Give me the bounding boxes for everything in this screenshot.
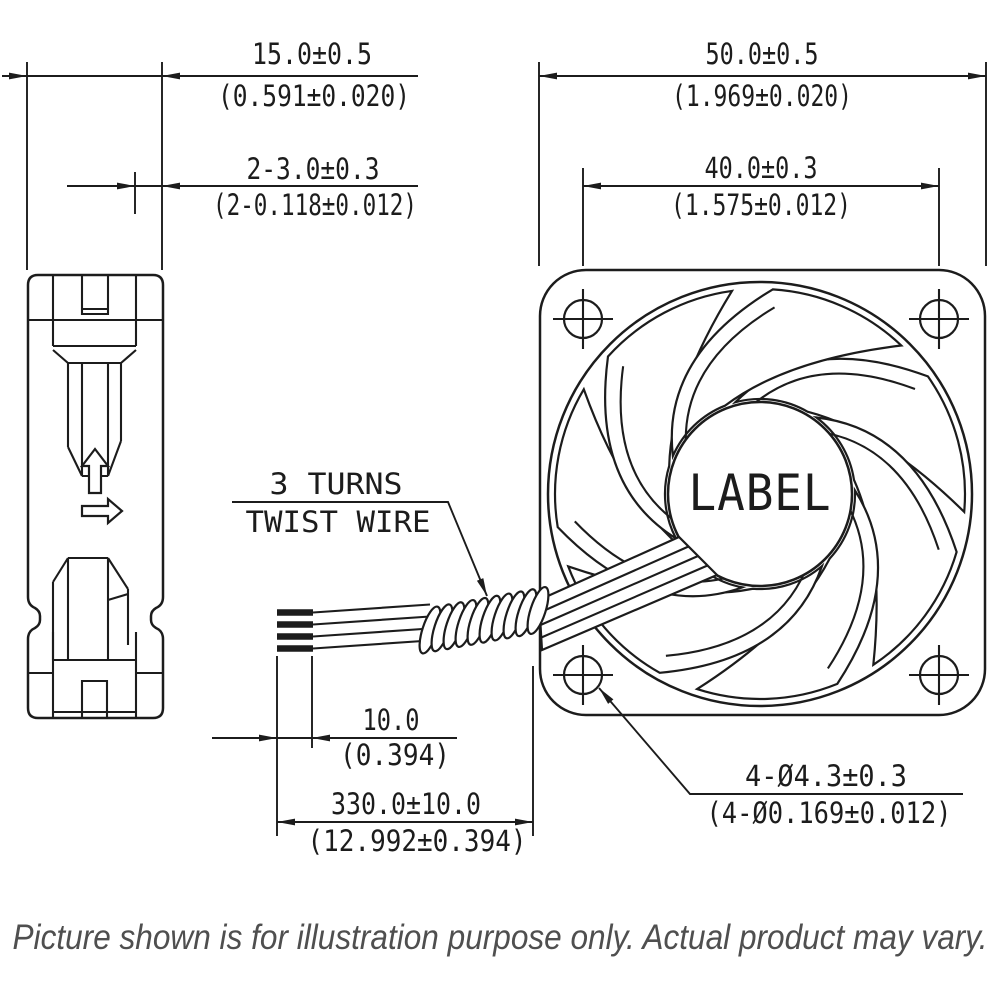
side-view-outline bbox=[26, 273, 165, 720]
fan-blade-rib bbox=[826, 495, 865, 670]
twist-loop bbox=[526, 585, 550, 636]
dimension-arrowheads bbox=[117, 182, 180, 190]
dim-strip-imperial: (0.394) bbox=[340, 738, 450, 772]
lead-wires bbox=[277, 585, 550, 655]
leader-arrowhead bbox=[476, 578, 487, 596]
mounting-hole-bottom-left bbox=[553, 645, 613, 705]
fan-blade-rib bbox=[743, 372, 916, 414]
note-twist-line1: 3 TURNS bbox=[270, 467, 403, 501]
side-bottom-flange bbox=[28, 632, 163, 718]
mounting-hole-bottom-right bbox=[909, 645, 969, 705]
side-top-flange bbox=[28, 275, 163, 348]
mounting-hole-top-right bbox=[909, 289, 969, 349]
fan-blade bbox=[731, 357, 966, 515]
rotation-arrow-icon bbox=[80, 496, 124, 526]
dim-strip-metric: 10.0 bbox=[363, 703, 420, 737]
fan-hub bbox=[666, 400, 854, 588]
fan-blade-rib bbox=[813, 429, 940, 551]
dim-depth-metric: 15.0±0.5 bbox=[252, 37, 372, 71]
wire-bare-tips bbox=[277, 609, 313, 652]
dim-lead-wire-metric: 330.0±10.0 bbox=[331, 787, 481, 821]
fan-blade bbox=[604, 289, 735, 542]
dimension-lines bbox=[212, 656, 457, 836]
wire-band bbox=[537, 535, 719, 652]
mounting-hole-crosshair bbox=[909, 645, 969, 705]
caption: Picture shown is for illustration purpos… bbox=[13, 918, 988, 957]
fan-blade-rib bbox=[619, 366, 686, 529]
fan-blade bbox=[670, 288, 904, 461]
fan-blade-outline bbox=[812, 415, 958, 668]
mounting-hole-crosshair bbox=[909, 289, 969, 349]
side-view bbox=[26, 273, 165, 720]
mounting-hole-crosshair bbox=[553, 289, 613, 349]
twist-note: 3 TURNS TWIST WIRE bbox=[232, 467, 488, 597]
front-view: LABEL bbox=[537, 268, 987, 717]
mounting-hole-crosshair bbox=[553, 645, 613, 705]
fan-blade-rib bbox=[665, 559, 811, 657]
dimension-lines bbox=[2, 62, 418, 270]
fan-blade bbox=[694, 486, 880, 701]
dim-mounting-holes-metric: 4-Ø4.3±0.3 bbox=[745, 759, 907, 793]
dimension-lead-wire: 330.0±10.0 (12.992±0.394) bbox=[277, 666, 534, 858]
mounting-hole-callout: 4-Ø4.3±0.3 (4-Ø0.169±0.012) bbox=[598, 687, 963, 830]
fan-blade-outline bbox=[694, 486, 880, 701]
dim-hole-pitch-metric: 40.0±0.3 bbox=[705, 151, 818, 185]
dim-mounting-holes-imperial: (4-Ø0.169±0.012) bbox=[707, 796, 952, 830]
dimension-frame: 50.0±0.5 (1.969±0.020) bbox=[538, 37, 987, 266]
fan-blade-outline bbox=[731, 357, 966, 515]
dimension-flange: 2-3.0±0.3 (2-0.118±0.012) bbox=[67, 152, 418, 222]
dim-flange-imperial: (2-0.118±0.012) bbox=[213, 188, 417, 222]
leader-line bbox=[598, 687, 963, 795]
fan-blade bbox=[812, 415, 958, 668]
fan-blade-outline bbox=[670, 288, 904, 461]
dim-lead-wire-imperial: (12.992±0.394) bbox=[308, 824, 527, 858]
dim-depth-imperial: (0.591±0.020) bbox=[218, 79, 410, 113]
side-top-notch bbox=[80, 276, 110, 316]
dim-frame-metric: 50.0±0.5 bbox=[706, 37, 819, 71]
airflow-arrow-icon bbox=[79, 447, 111, 495]
dimension-lines bbox=[277, 666, 534, 836]
leader-arrowhead bbox=[599, 688, 614, 704]
dimension-arrowheads bbox=[259, 734, 330, 742]
dimension-lines bbox=[582, 168, 940, 266]
wire-band-outline bbox=[537, 535, 719, 652]
leader-line bbox=[232, 501, 488, 597]
dimension-depth: 15.0±0.5 (0.591±0.020) bbox=[2, 37, 418, 270]
wire-strands bbox=[312, 603, 431, 650]
mounting-hole-top-left bbox=[553, 289, 613, 349]
hub-label: LABEL bbox=[689, 464, 832, 522]
side-lower-hub bbox=[51, 556, 130, 660]
dim-frame-imperial: (1.969±0.020) bbox=[672, 79, 852, 113]
dim-flange-metric: 2-3.0±0.3 bbox=[247, 152, 380, 186]
dimension-hole-pitch: 40.0±0.3 (1.575±0.012) bbox=[582, 151, 940, 266]
note-twist-line2: TWIST WIRE bbox=[246, 505, 431, 539]
fan-blade-rib bbox=[684, 306, 776, 457]
dimension-lines bbox=[538, 62, 987, 266]
dim-hole-pitch-imperial: (1.575±0.012) bbox=[671, 188, 851, 222]
dimension-strip: 10.0 (0.394) bbox=[212, 656, 457, 836]
twist-section bbox=[418, 585, 550, 655]
wire-band-strands bbox=[539, 545, 708, 639]
